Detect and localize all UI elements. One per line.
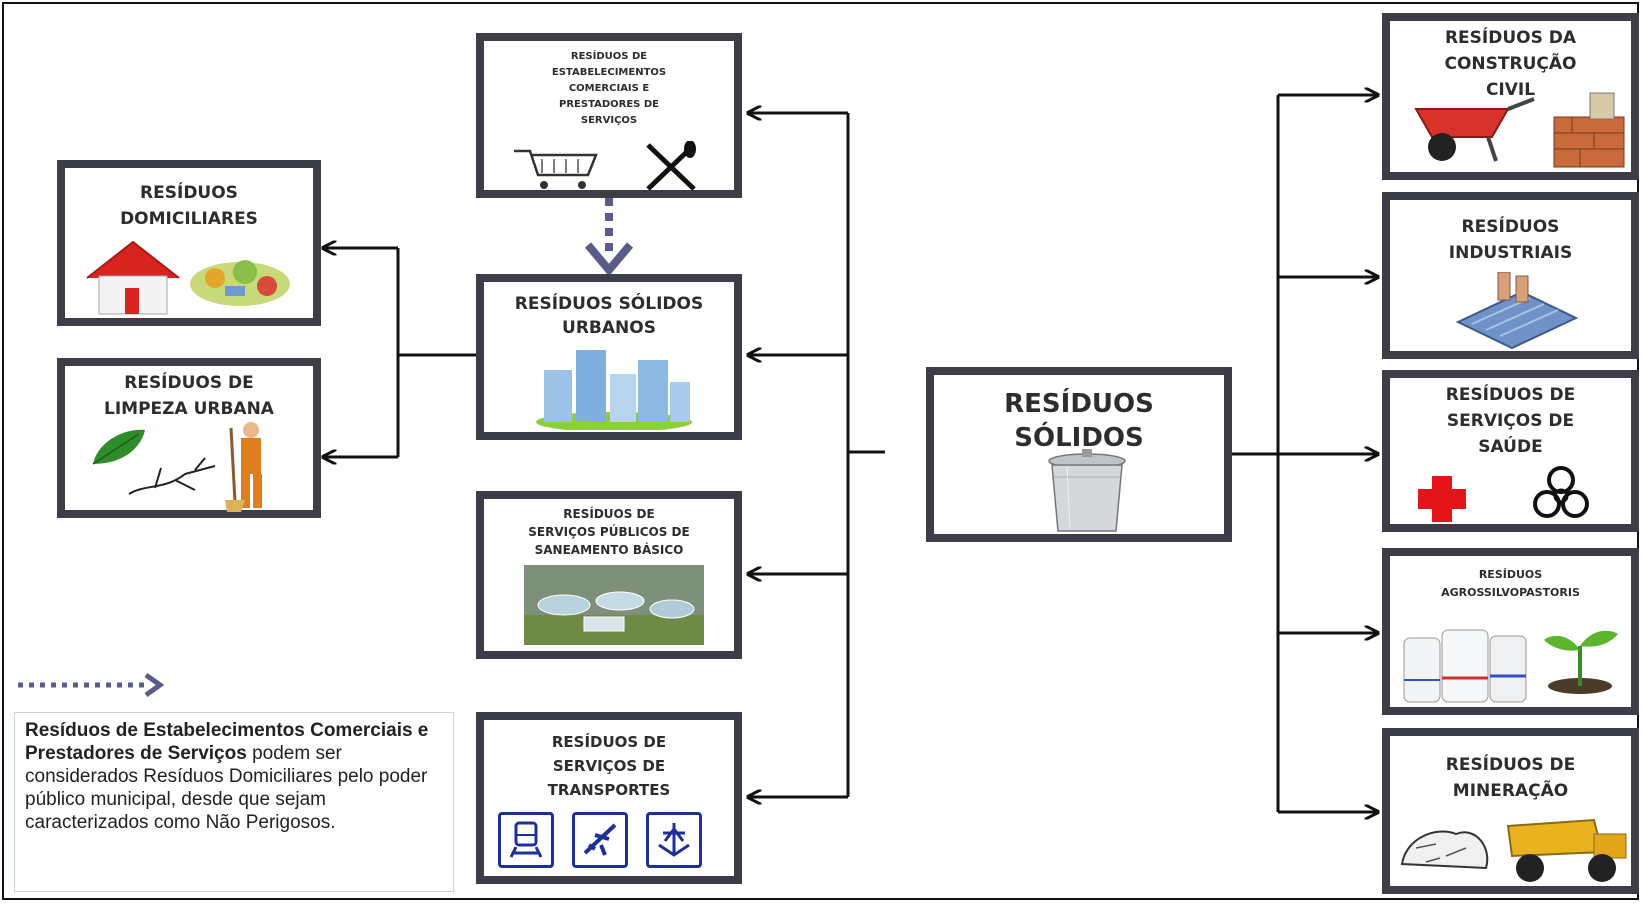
residuos-agro-box: RESÍDUOS AGROSSILVOPASTORIS <box>1382 548 1639 715</box>
industriais-title: RESÍDUOS INDUSTRIAIS <box>1448 217 1573 263</box>
residuos-transportes-box: RESÍDUOS DE SERVIÇOS DE TRANSPORTES <box>476 712 742 884</box>
train-icon <box>498 812 554 868</box>
branches-icon <box>128 457 216 495</box>
comerciais-title: RESÍDUOS DE ESTABELECIMENTOS COMERCIAIS … <box>551 51 667 126</box>
domiciliares-title: RESÍDUOS DOMICILIARES <box>120 183 258 229</box>
legend-note: Resíduos de Estabelecimentos Comerciais … <box>14 712 454 892</box>
legend-text: podem ser considerados Resíduos Domicili… <box>25 743 428 833</box>
city-buildings-icon <box>536 350 692 430</box>
mineracao-title: RESÍDUOS DE MINERAÇÃO <box>1445 755 1576 801</box>
ship-icon <box>646 812 702 868</box>
saude-title: RESÍDUOS DE SERVIÇOS DE SAÚDE <box>1445 385 1576 457</box>
dotted-arrowhead <box>584 242 634 277</box>
rsu-title: RESÍDUOS SÓLIDOS URBANOS <box>514 294 704 338</box>
house-icon <box>86 240 180 315</box>
construcao-title: RESÍDUOS DA CONSTRUÇÃO CIVIL <box>1444 28 1577 100</box>
legend-arrowhead <box>144 672 165 698</box>
garbage-pile-icon <box>190 260 290 306</box>
street-sweeper-icon <box>225 422 262 512</box>
residuos-mineracao-box: RESÍDUOS DE MINERAÇÃO <box>1382 728 1639 894</box>
cutlery-icon <box>646 141 696 191</box>
agro-title: RESÍDUOS AGROSSILVOPASTORIS <box>1441 568 1580 599</box>
residuos-solidos-box: RESÍDUOS SÓLIDOS <box>926 367 1232 542</box>
water-treatment-plant-photo <box>524 565 704 645</box>
residuos-limpeza-box: RESÍDUOS DE LIMPEZA URBANA <box>57 358 321 518</box>
chemical-jugs-icon <box>1403 629 1527 703</box>
residuos-construcao-box: RESÍDUOS DA CONSTRUÇÃO CIVIL <box>1382 13 1639 180</box>
biohazard-icon <box>1533 466 1589 518</box>
residuos-saude-box: RESÍDUOS DE SERVIÇOS DE SAÚDE <box>1382 370 1639 532</box>
transportes-title: RESÍDUOS DE SERVIÇOS DE TRANSPORTES <box>547 733 671 799</box>
residuos-solidos-urbanos-box: RESÍDUOS SÓLIDOS URBANOS <box>476 274 742 440</box>
wheelbarrow-icon <box>1414 97 1535 162</box>
factory-icon <box>1455 272 1579 350</box>
airplane-icon <box>572 812 628 868</box>
residuos-solidos-title: RESÍDUOS SÓLIDOS <box>1004 389 1154 453</box>
limpeza-title: RESÍDUOS DE LIMPEZA URBANA <box>104 373 274 419</box>
residuos-saneamento-box: RESÍDUOS DE SERVIÇOS PÚBLICOS DE SANEAME… <box>476 491 742 659</box>
shopping-cart-icon <box>514 149 598 189</box>
saneamento-title: RESÍDUOS DE SERVIÇOS PÚBLICOS DE SANEAME… <box>528 507 690 557</box>
red-cross-icon <box>1418 476 1466 522</box>
trash-can-icon <box>1048 449 1126 532</box>
residuos-industriais-box: RESÍDUOS INDUSTRIAIS <box>1382 192 1639 359</box>
residuos-domiciliares-box: RESÍDUOS DOMICILIARES <box>57 160 321 326</box>
rock-icon <box>1400 830 1489 870</box>
dump-truck-icon <box>1506 818 1627 882</box>
leaf-icon <box>92 429 145 465</box>
residuos-comerciais-box: RESÍDUOS DE ESTABELECIMENTOS COMERCIAIS … <box>476 33 742 198</box>
sprout-icon <box>1544 630 1618 694</box>
bricks-icon <box>1553 92 1625 168</box>
legend-bold-text: Resíduos de Estabelecimentos Comerciais … <box>25 720 429 764</box>
